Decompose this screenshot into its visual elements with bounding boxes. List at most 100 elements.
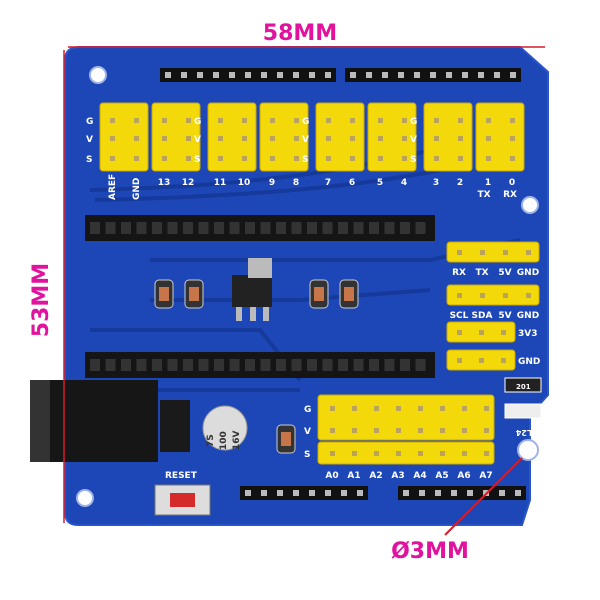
socket [353, 222, 364, 234]
reset-button[interactable] [170, 493, 195, 507]
mounting-hole [521, 196, 539, 214]
socket [369, 222, 379, 234]
pin [242, 156, 247, 161]
pin [396, 406, 401, 411]
pin [480, 250, 485, 255]
smd-body [189, 287, 199, 301]
pin-label: 0 [509, 178, 515, 188]
pin [462, 406, 467, 411]
socket [338, 222, 348, 234]
pin-label: 5V [498, 268, 511, 278]
header-pin [325, 72, 331, 78]
pin-label: 11 [214, 178, 227, 188]
pin-label: 13 [158, 178, 171, 188]
pin [501, 358, 506, 363]
pin-label: 3V3 [518, 329, 538, 339]
pin-label: 2 [457, 178, 463, 188]
header-pin [165, 72, 171, 78]
smd-body [159, 287, 169, 301]
row-label: V [410, 135, 417, 145]
pin-label: 1 [485, 178, 491, 188]
pin [440, 406, 445, 411]
pin [418, 428, 423, 433]
header-pin [382, 72, 388, 78]
smd-body [314, 287, 324, 301]
socket [307, 359, 317, 371]
socket [338, 359, 348, 371]
socket [415, 222, 426, 234]
bottom-header-right [398, 486, 526, 500]
socket [276, 359, 286, 371]
socket [214, 359, 224, 371]
yellow-jumper-header [423, 102, 473, 172]
header-pin [261, 490, 267, 496]
header-pin [366, 72, 372, 78]
regulator-tab [248, 258, 272, 278]
pin [418, 406, 423, 411]
pin [162, 136, 167, 141]
socket [229, 359, 240, 371]
width-dimension-label: 58MM [263, 21, 337, 46]
socket [152, 222, 162, 234]
socket [276, 222, 286, 234]
pin [374, 451, 379, 456]
pin [352, 406, 357, 411]
pin-label: GND [132, 178, 142, 200]
pin [134, 156, 139, 161]
voltage-regulator [232, 275, 272, 307]
header-pin [277, 490, 283, 496]
socket [384, 222, 395, 234]
pin [457, 330, 462, 335]
pin-label: GND [518, 357, 540, 367]
pin-label: 5 [377, 178, 383, 188]
header-pin [515, 490, 521, 496]
header-pin [419, 490, 425, 496]
socket [136, 222, 147, 234]
pin [526, 250, 531, 255]
socket [322, 222, 333, 234]
socket [260, 359, 271, 371]
capacitor-label: 16V [232, 430, 242, 450]
pin [294, 118, 299, 123]
pin [110, 118, 115, 123]
header-pin [398, 72, 404, 78]
pin-label: 8 [293, 178, 299, 188]
socket [121, 222, 131, 234]
header-pin [451, 490, 457, 496]
header-pin [341, 490, 347, 496]
capacitor-label: 7S [206, 434, 216, 447]
yellow-jumper-header [446, 241, 540, 263]
reset-label: RESET [165, 471, 198, 481]
pin [218, 156, 223, 161]
socket [245, 359, 255, 371]
row-label: V [86, 135, 93, 145]
pin-label: A2 [369, 471, 382, 481]
pin [270, 136, 275, 141]
pin [326, 136, 331, 141]
pin [462, 451, 467, 456]
yellow-jumper-header [99, 102, 149, 172]
socket [198, 359, 209, 371]
smd-body [344, 287, 354, 301]
pin [484, 428, 489, 433]
pin [218, 136, 223, 141]
header-pin [181, 72, 187, 78]
socket [353, 359, 364, 371]
header-pin [197, 72, 203, 78]
pin [457, 293, 462, 298]
socket [415, 359, 426, 371]
header-pin [245, 72, 251, 78]
pin-label: RX [452, 268, 466, 278]
hole-dimension-arrow [444, 457, 523, 536]
yellow-jumper-header [367, 102, 417, 172]
pin-label: TX [477, 190, 490, 200]
pin [462, 428, 467, 433]
socket [90, 359, 100, 371]
pin-label: A0 [325, 471, 338, 481]
hole-dimension-label: Ø3MM [391, 539, 469, 564]
pin-label: A3 [391, 471, 404, 481]
pin [510, 118, 515, 123]
pin [352, 451, 357, 456]
yellow-jumper-header [317, 394, 495, 441]
header-pin [309, 490, 315, 496]
